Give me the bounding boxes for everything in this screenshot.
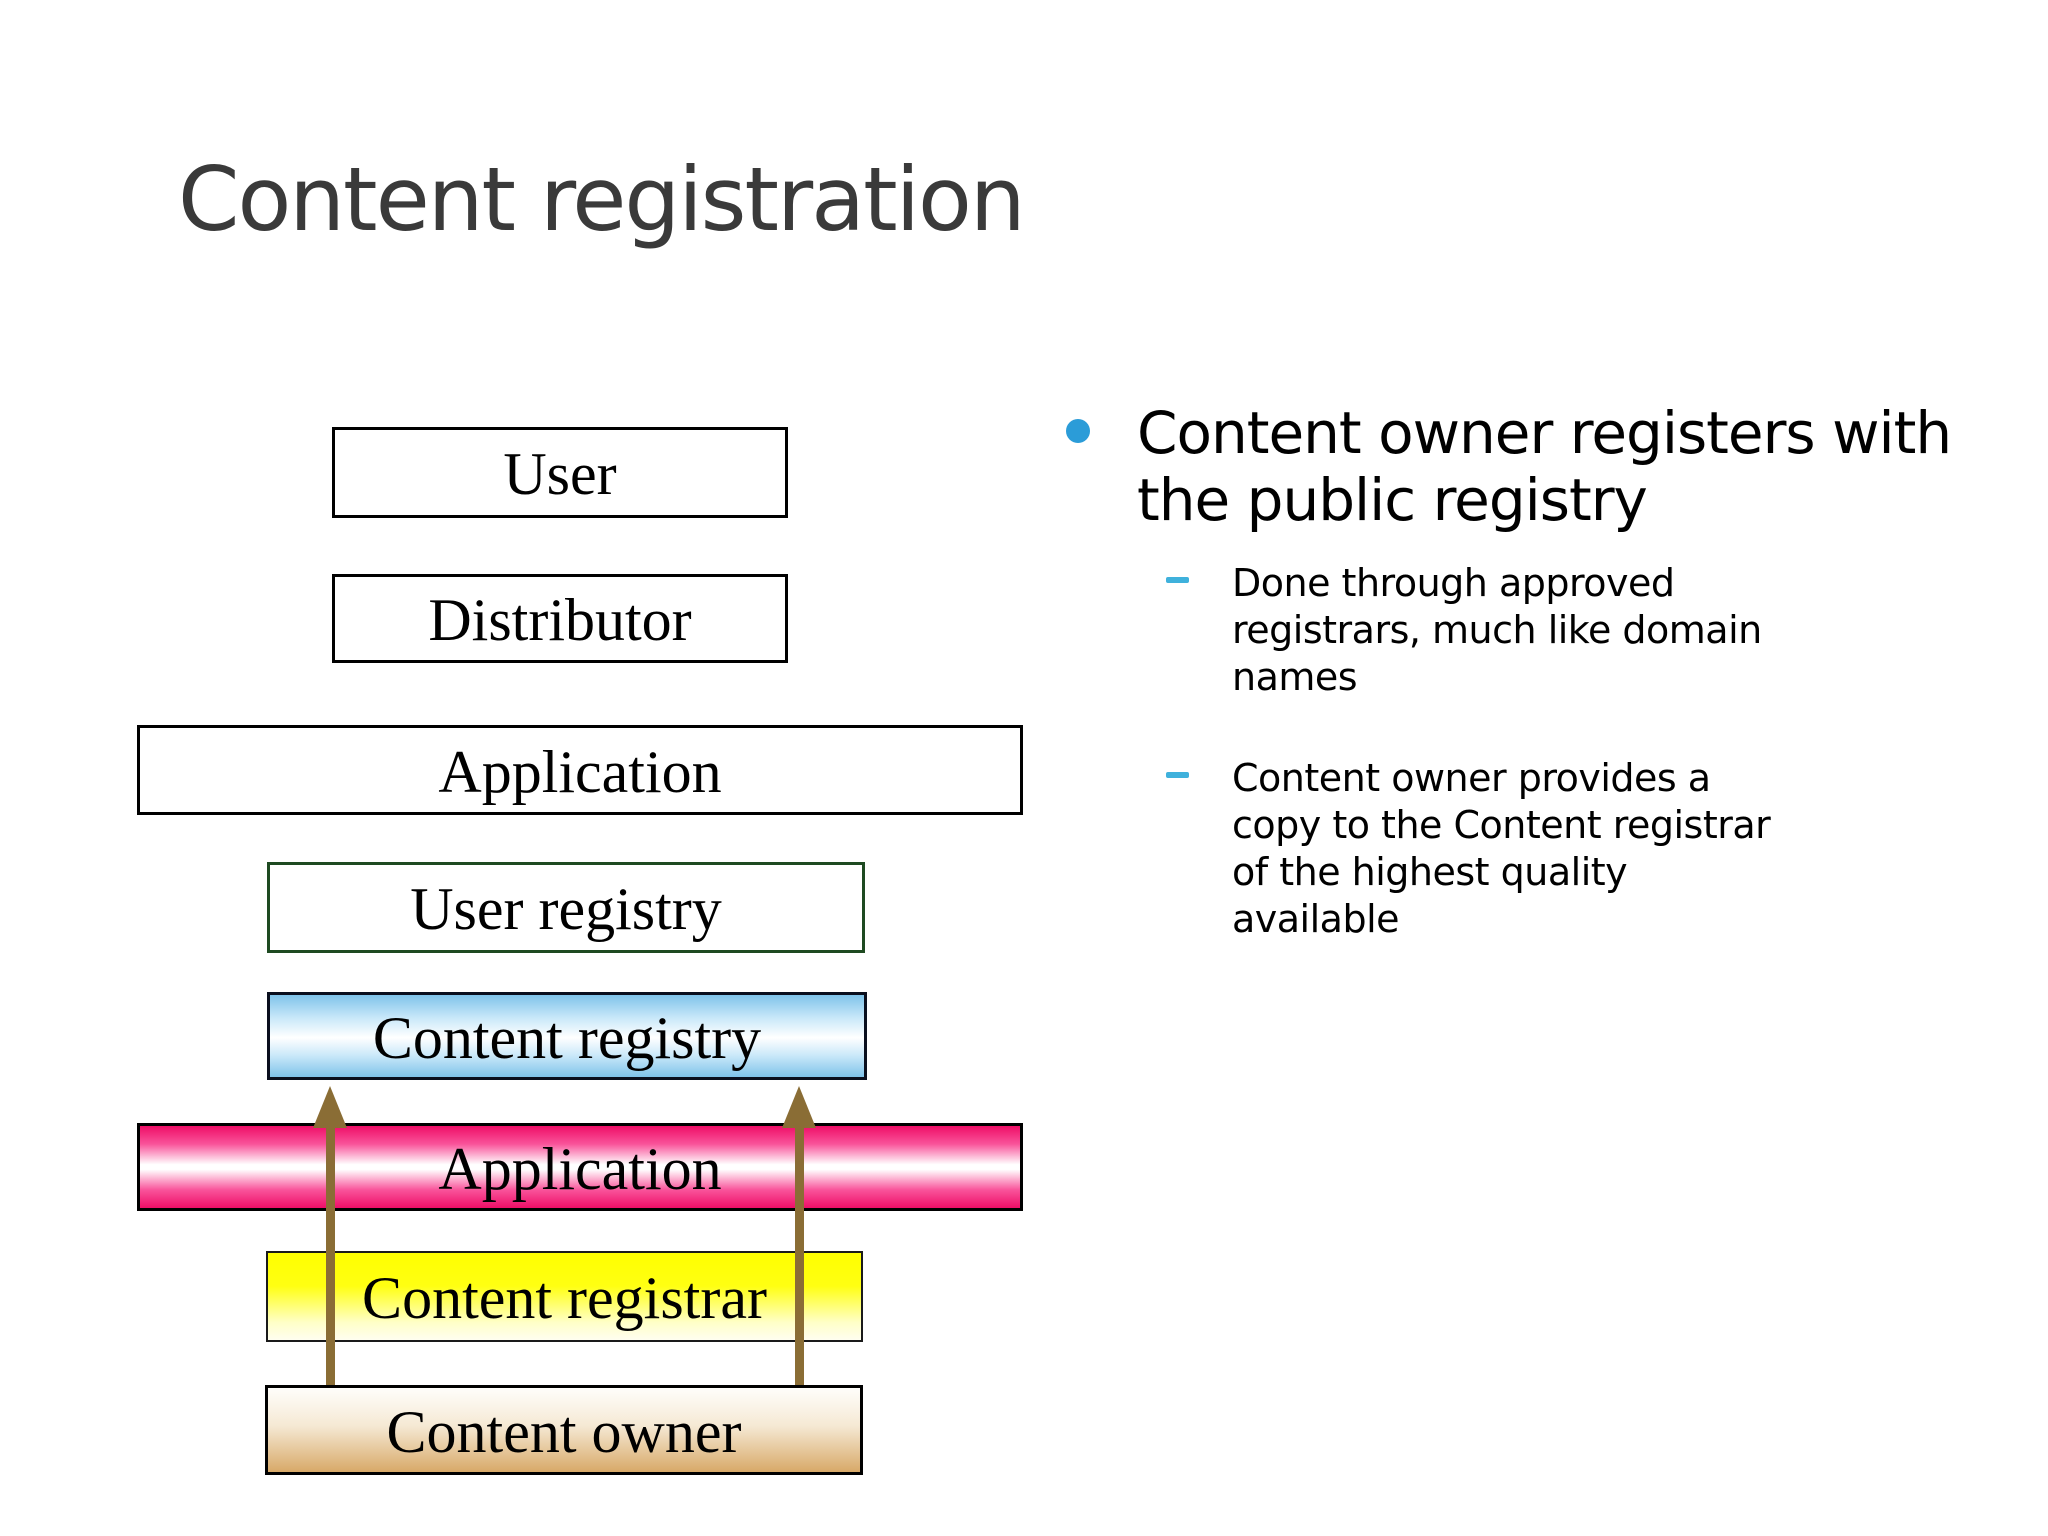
box-label-content-registrar: Content registrar [362,1265,767,1331]
box-label-application-upper: Application [438,738,722,805]
sub-bullet-dash-icon [1166,772,1189,778]
box-label-content-registry: Content registry [372,1004,762,1071]
diagram-box-user-registry: User registry [267,862,865,953]
diagram-box-distributor: Distributor [332,574,788,663]
diagram-box-application-lower: Application [137,1123,1023,1211]
diagram-box-application-upper: Application [137,725,1023,815]
bullet-dot-icon [1066,419,1090,443]
sub-bullet-1-text: Done through approved registrars, much l… [1232,561,1762,699]
box-label-distributor: Distributor [428,587,692,653]
up-arrow-left-shaft [326,1126,335,1385]
diagram-box-content-registry: Content registry [267,992,867,1080]
up-arrow-left-icon [313,1086,347,1128]
box-label-content-owner: Content owner [386,1398,742,1465]
box-label-user-registry: User registry [410,876,722,942]
diagram-box-content-registrar: Content registrar [266,1251,863,1342]
bullet-main-text: Content owner registers with the public … [1137,399,1952,534]
box-label-application-lower: Application [438,1135,722,1202]
up-arrow-right-shaft [795,1126,804,1385]
diagram-box-content-owner: Content owner [265,1385,863,1475]
sub-bullet-dash-icon [1166,577,1189,583]
box-label-user: User [503,441,617,507]
page-title: Content registration [178,148,1026,251]
up-arrow-right-icon [782,1086,816,1128]
sub-bullet-2-text: Content owner provides a copy to the Con… [1232,756,1771,941]
diagram-box-user: User [332,427,788,518]
